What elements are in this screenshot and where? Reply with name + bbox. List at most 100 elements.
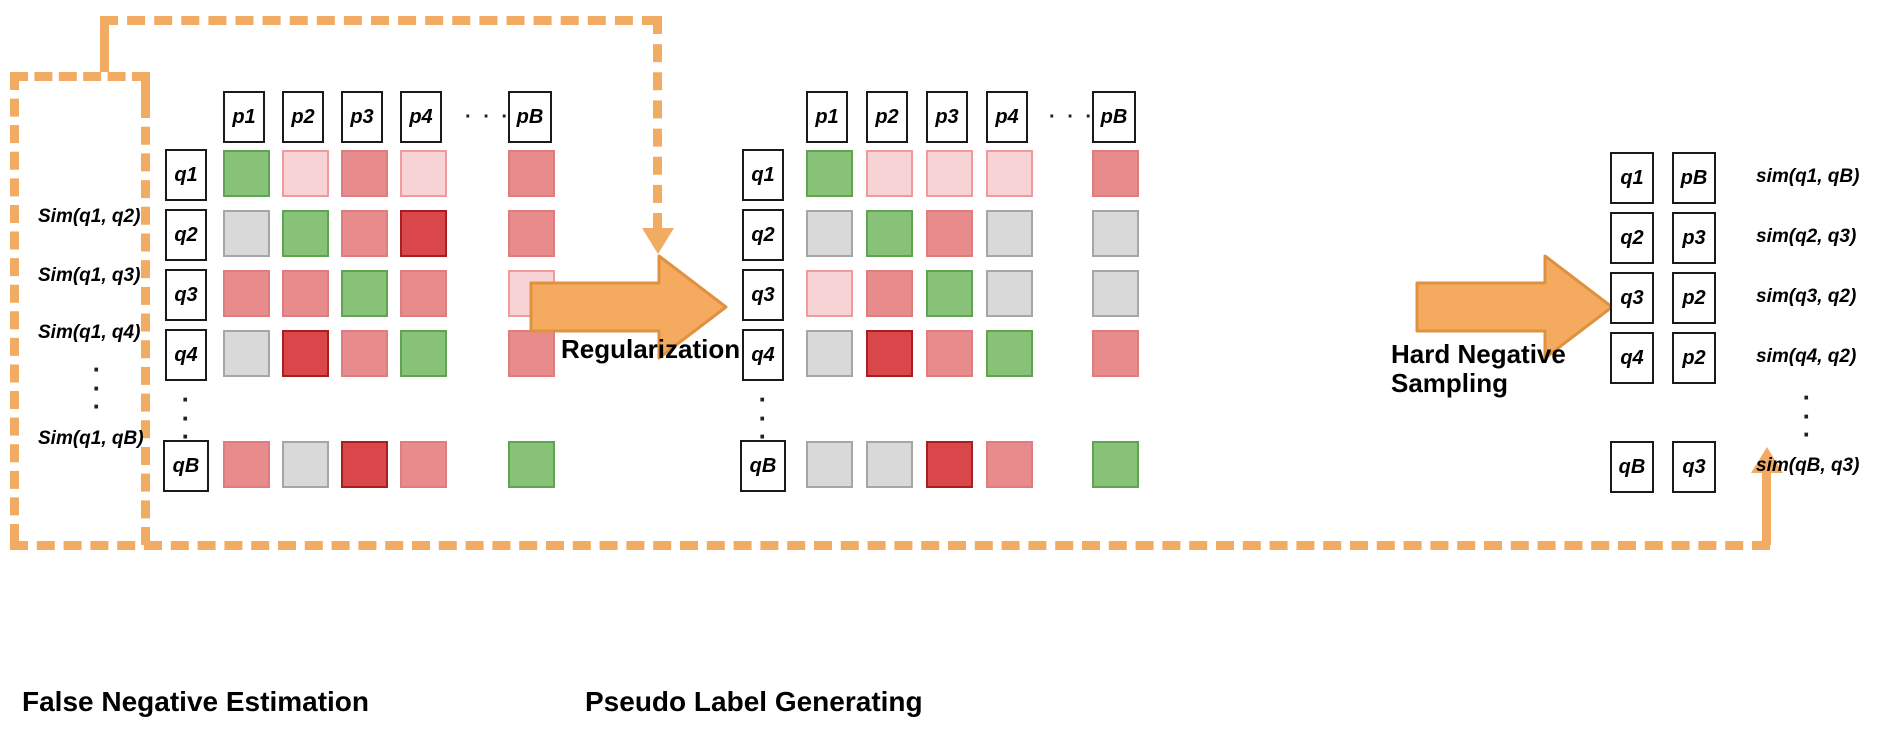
matrix-cell-q1-p1 (806, 150, 853, 197)
matrix-cell-qB-p2 (282, 441, 329, 488)
matrix-cell-q2-p1 (806, 210, 853, 257)
matrix-cell-q2-p3 (341, 210, 388, 257)
matrix-a-row-header-q1: q1 (165, 149, 207, 201)
matrix-cell-q4-p3 (926, 330, 973, 377)
matrix-a-col-header-p3: p3 (341, 91, 383, 143)
matrix-cell-q3-p3 (341, 270, 388, 317)
matrix-cell-qB-p4 (400, 441, 447, 488)
dashed-top-line (100, 16, 660, 25)
dashed-return-arrowhead-icon (1751, 447, 1783, 473)
matrix-a-col-header-p2: p2 (282, 91, 324, 143)
matrix-b-col-header-p3: p3 (926, 91, 968, 143)
matrix-b-row-header-q4: q4 (742, 329, 784, 381)
sim-label-ellipsis: ··· (92, 354, 102, 422)
matrix-cell-q1-p3 (926, 150, 973, 197)
dashed-bottom-line (10, 541, 1770, 550)
matrix-a-row-ellipsis: ··· (181, 384, 191, 452)
matrix-cell-q1-pB (1092, 150, 1139, 197)
matrix-cell-q4-p2 (282, 330, 329, 377)
caption-pseudo-label-generating: Pseudo Label Generating (585, 686, 923, 717)
matrix-cell-q3-p2 (866, 270, 913, 317)
matrix-cell-q3-p1 (806, 270, 853, 317)
hard-negative-sampling-label-line2: Sampling (1391, 368, 1509, 399)
matrix-cell-q4-pB (1092, 330, 1139, 377)
matrix-cell-q4-p4 (400, 330, 447, 377)
sim-label-3: Sim(q1, qB) (38, 428, 144, 449)
matrix-cell-q2-pB (508, 210, 555, 257)
hard-negative-sampling-label: Hard Negative Sampling (1391, 339, 1566, 399)
sim-label-1: Sim(q1, q3) (38, 265, 141, 286)
matrix-cell-qB-pB (1092, 441, 1139, 488)
regularization-block-arrow-icon (529, 253, 729, 361)
matrix-cell-qB-p4 (986, 441, 1033, 488)
matrix-cell-q1-p2 (866, 150, 913, 197)
matrix-cell-qB-p1 (806, 441, 853, 488)
matrix-cell-q1-p4 (986, 150, 1033, 197)
hard-negative-sampling-label-line1: Hard Negative (1391, 339, 1566, 369)
regularization-label: Regularization (561, 334, 741, 364)
matrix-cell-q3-p1 (223, 270, 270, 317)
pair-2-sim-label: sim(q2, q3) (1756, 226, 1857, 247)
matrix-cell-q3-p4 (400, 270, 447, 317)
matrix-cell-q1-p4 (400, 150, 447, 197)
matrix-cell-q2-p3 (926, 210, 973, 257)
matrix-cell-q3-p2 (282, 270, 329, 317)
matrix-a-col-ellipsis: · · · (465, 106, 512, 128)
sim-label-0: Sim(q1, q2) (38, 206, 141, 227)
pair-5-passage-box: q3 (1672, 441, 1716, 493)
matrix-cell-q4-p2 (866, 330, 913, 377)
matrix-a-row-header-q2: q2 (165, 209, 207, 261)
matrix-cell-q2-p2 (282, 210, 329, 257)
pair-4-sim-label: sim(q4, q2) (1756, 346, 1857, 367)
dashed-regularization-arrowhead-icon (642, 228, 674, 254)
matrix-a-col-header-p1: p1 (223, 91, 265, 143)
matrix-cell-q2-p2 (866, 210, 913, 257)
matrix-a-row-header-qB: qB (163, 440, 209, 492)
dashed-inner-top-line (10, 72, 150, 81)
matrix-b-col-header-pB: pB (1092, 91, 1136, 143)
matrix-cell-q4-p1 (806, 330, 853, 377)
matrix-a-col-header-p4: p4 (400, 91, 442, 143)
matrix-a-row-header-q3: q3 (165, 269, 207, 321)
pair-2-passage-box: p3 (1672, 212, 1716, 264)
matrix-b-row-header-qB: qB (740, 440, 786, 492)
matrix-b-row-header-q1: q1 (742, 149, 784, 201)
matrix-cell-q3-p3 (926, 270, 973, 317)
matrix-cell-q1-p3 (341, 150, 388, 197)
matrix-cell-q2-p4 (986, 210, 1033, 257)
dashed-left-inner-line (141, 100, 150, 545)
pair-2-query-box: q2 (1610, 212, 1654, 264)
matrix-cell-q1-p1 (223, 150, 270, 197)
matrix-cell-q1-p2 (282, 150, 329, 197)
pair-1-passage-box: pB (1672, 152, 1716, 204)
pair-1-sim-label: sim(q1, qB) (1756, 166, 1860, 187)
matrix-cell-q4-p4 (986, 330, 1033, 377)
matrix-cell-q4-p3 (341, 330, 388, 377)
matrix-a-col-header-pB: pB (508, 91, 552, 143)
matrix-cell-qB-p1 (223, 441, 270, 488)
matrix-cell-q2-p1 (223, 210, 270, 257)
matrix-cell-qB-p2 (866, 441, 913, 488)
matrix-b-col-header-p4: p4 (986, 91, 1028, 143)
pair-5-sim-label: sim(qB, q3) (1756, 455, 1860, 476)
dashed-return-riser (1762, 470, 1771, 545)
matrix-cell-q2-p4 (400, 210, 447, 257)
matrix-cell-qB-p3 (341, 441, 388, 488)
matrix-cell-q3-p4 (986, 270, 1033, 317)
pair-4-passage-box: p2 (1672, 332, 1716, 384)
pair-5-query-box: qB (1610, 441, 1654, 493)
pairs-sim-ellipsis: ··· (1802, 382, 1812, 450)
caption-false-negative-estimation: False Negative Estimation (22, 686, 370, 717)
matrix-cell-q4-p1 (223, 330, 270, 377)
pair-3-passage-box: p2 (1672, 272, 1716, 324)
pair-1-query-box: q1 (1610, 152, 1654, 204)
dashed-left-outer-line (10, 72, 19, 542)
dashed-inner-top-right-corner (141, 72, 150, 106)
matrix-cell-q2-pB (1092, 210, 1139, 257)
pair-4-query-box: q4 (1610, 332, 1654, 384)
hard-negative-sampling-block-arrow-icon (1415, 253, 1615, 361)
matrix-cell-q3-pB (1092, 270, 1139, 317)
matrix-cell-q1-pB (508, 150, 555, 197)
matrix-cell-qB-p3 (926, 441, 973, 488)
